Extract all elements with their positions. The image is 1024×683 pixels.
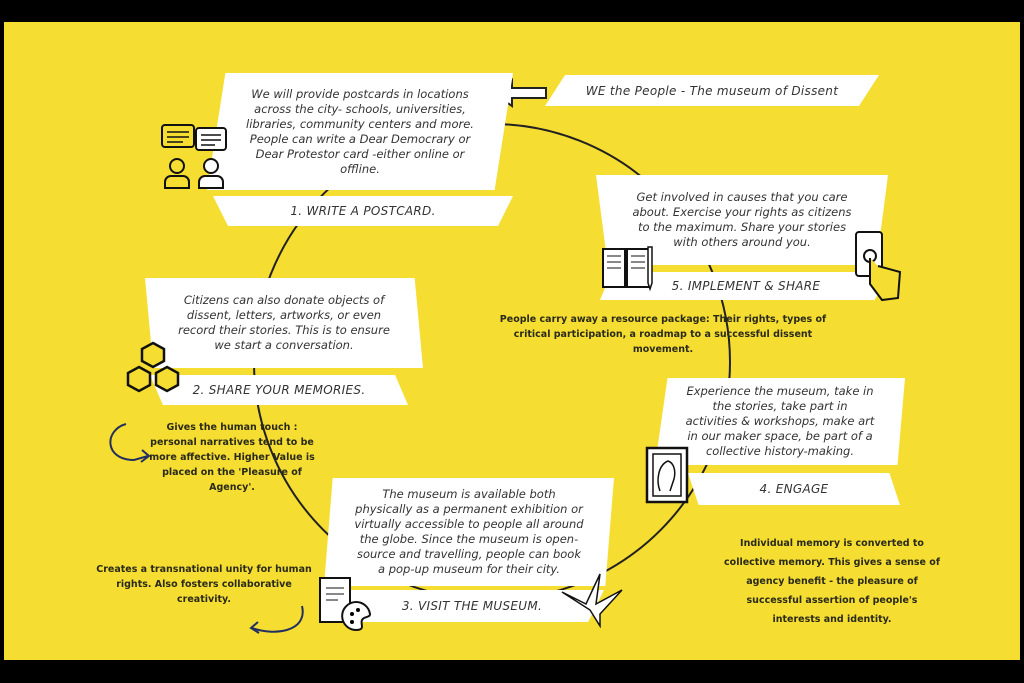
curved-arrow-icon <box>109 423 151 463</box>
title-banner: WE the People - The museum of Dissent <box>545 75 879 106</box>
infographic: WE the People - The museum of Dissent We… <box>4 22 1020 660</box>
step-1-description: We will provide postcards in locations a… <box>207 73 513 190</box>
visit-note: Creates a transnational unity for human … <box>96 564 312 605</box>
step-3-label: 3. VISIT THE MUSEUM. <box>340 590 604 622</box>
curved-arrow-icon <box>249 605 304 634</box>
framed-portrait-icon <box>645 446 689 504</box>
implement-note: People carry away a resource package: Th… <box>499 314 827 355</box>
step-2-label: 2. SHARE YOUR MEMORIES. <box>150 375 408 405</box>
chat-people-icon <box>161 124 227 189</box>
book-palette-icon <box>319 577 372 632</box>
step-1-label: 1. WRITE A POSTCARD. <box>213 196 513 226</box>
book-icon <box>602 246 653 292</box>
phone-touch-icon <box>855 231 902 302</box>
cubes-icon <box>126 341 180 393</box>
step-4-label: 4. ENGAGE <box>688 473 900 505</box>
step-4-description: Experience the museum, take in the stori… <box>655 378 905 465</box>
paper-crane-icon <box>561 573 623 628</box>
step-2-description: Citizens can also donate objects of diss… <box>145 278 423 368</box>
engage-note: Individual memory is converted to collec… <box>724 538 940 625</box>
title-text: WE the People - The museum of Dissent <box>585 83 839 98</box>
step-3-description: The museum is available both physically … <box>324 478 614 586</box>
memories-note: Gives the human touch : personal narrati… <box>149 422 315 493</box>
